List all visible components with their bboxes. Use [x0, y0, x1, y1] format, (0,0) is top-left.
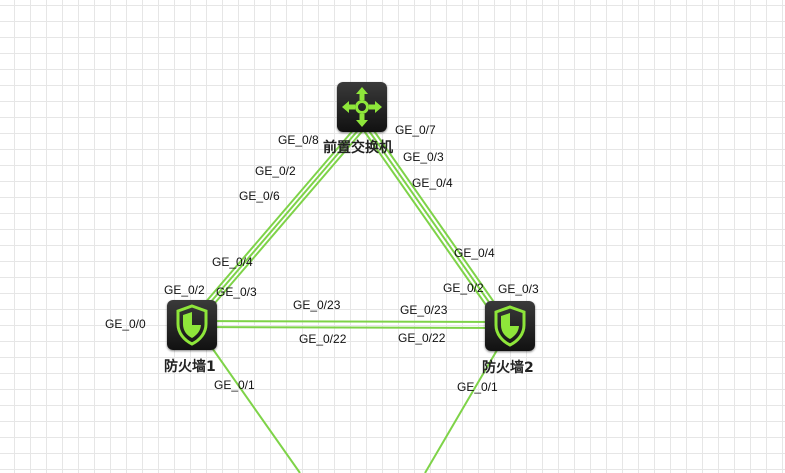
port-label: GE_0/4: [212, 255, 253, 269]
port-label: GE_0/0: [105, 317, 146, 331]
firewall-shield-icon: [176, 304, 208, 346]
port-label: GE_0/2: [255, 164, 296, 178]
firewall1-label: 防火墙1: [164, 359, 216, 375]
link-switch-firewall2[interactable]: [361, 127, 511, 326]
firewall1-device[interactable]: [167, 300, 217, 350]
port-label: GE_0/23: [400, 303, 448, 317]
front-switch-label: 前置交换机: [323, 140, 393, 156]
port-label: GE_0/22: [398, 331, 446, 345]
port-label: GE_0/8: [278, 133, 319, 147]
port-label: GE_0/3: [216, 285, 257, 299]
link-firewall2-downlink[interactable]: [424, 344, 501, 473]
port-label: GE_0/1: [214, 378, 255, 392]
port-label: GE_0/22: [299, 332, 347, 346]
link-firewall1-firewall2[interactable]: [189, 320, 509, 329]
port-label: GE_0/2: [443, 281, 484, 295]
port-label: GE_0/6: [239, 189, 280, 203]
port-label: GE_0/2: [164, 283, 205, 297]
port-label: GE_0/1: [457, 380, 498, 394]
front-switch-device[interactable]: [337, 82, 387, 132]
link-switch-firewall1[interactable]: [185, 127, 366, 326]
link-firewall1-downlink[interactable]: [209, 344, 301, 473]
port-label: GE_0/3: [498, 282, 539, 296]
port-label: GE_0/23: [293, 298, 341, 312]
switch-icon: [342, 87, 382, 127]
port-label: GE_0/3: [403, 150, 444, 164]
port-label: GE_0/4: [454, 246, 495, 260]
firewall-shield-icon: [494, 305, 526, 347]
port-label: GE_0/4: [412, 176, 453, 190]
firewall2-label: 防火墙2: [482, 360, 534, 376]
firewall2-device[interactable]: [485, 301, 535, 351]
port-label: GE_0/7: [395, 123, 436, 137]
